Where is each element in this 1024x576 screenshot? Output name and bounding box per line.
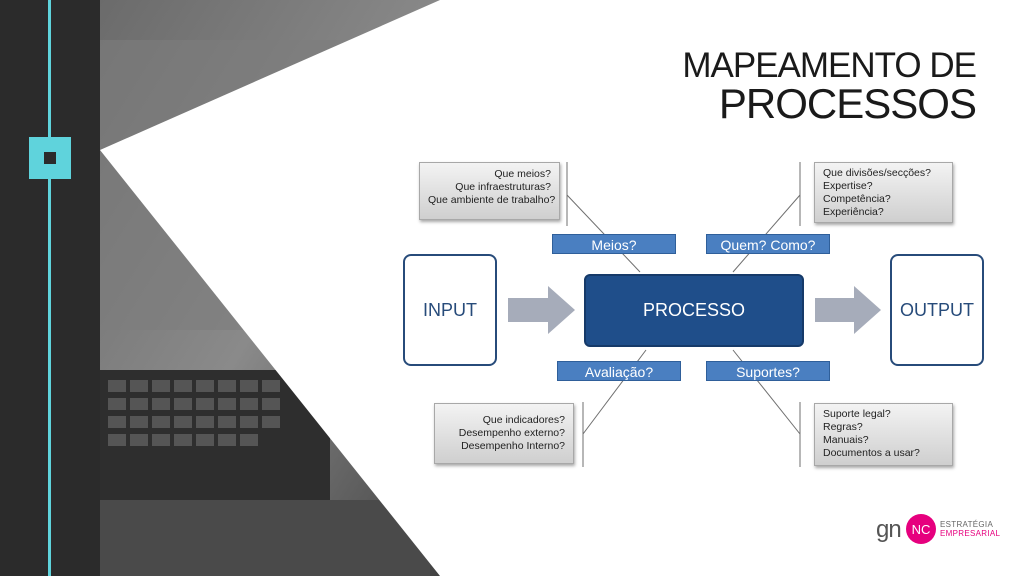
note-line: Que infraestruturas? [455,181,551,193]
arrow-input-process [508,286,575,334]
logo-circle: NC [906,514,936,544]
note-line: Desempenho Interno? [461,440,565,452]
note-line: Suporte legal? [823,408,891,420]
tag-suportes: Suportes? [706,361,830,381]
note-line: Que divisões/secções? [823,167,931,179]
sidebar-square-icon [29,137,71,179]
note-line: Expertise? [823,180,873,192]
tag-quem-como: Quem? Como? [706,234,830,254]
note-line: Desempenho externo? [458,427,565,439]
logo-gn: gn [876,516,902,543]
note-line: Que ambiente de trabalho? [428,194,556,206]
note-line: Experiência? [823,206,884,218]
logo-text-line-1: ESTRATÉGIA [940,520,994,529]
note-line: Competência? [823,193,891,205]
tag-avaliacao: Avaliação? [557,361,681,381]
note-line: Documentos a usar? [823,447,920,459]
process-box: PROCESSO [584,274,804,347]
arrow-process-output [815,286,881,334]
title-line-2: PROCESSOS [718,80,977,127]
flow-arrows [508,286,881,334]
logo-text-line-2: EMPRESARIAL [940,529,1001,538]
tag-meios: Meios? [552,234,676,254]
note-line: Regras? [823,421,863,433]
note-meios: Que meios? Que infraestruturas? Que ambi… [419,162,560,220]
note-suportes: Suporte legal? Regras? Manuais? Document… [814,403,953,466]
note-line: Manuais? [823,434,869,446]
note-line: Que indicadores? [482,414,565,426]
input-box: INPUT [403,254,497,366]
note-line: Que meios? [494,168,551,180]
company-logo: gn NC ESTRATÉGIA EMPRESARIAL [876,514,1000,546]
sidebar-accent-line [48,0,51,576]
title-line-1: MAPEAMENTO DE [682,46,977,85]
output-box: OUTPUT [890,254,984,366]
note-avaliacao: Que indicadores? Desempenho externo? Des… [434,403,574,464]
sidebar [0,0,100,576]
note-quem-como: Que divisões/secções? Expertise? Competê… [814,162,953,223]
